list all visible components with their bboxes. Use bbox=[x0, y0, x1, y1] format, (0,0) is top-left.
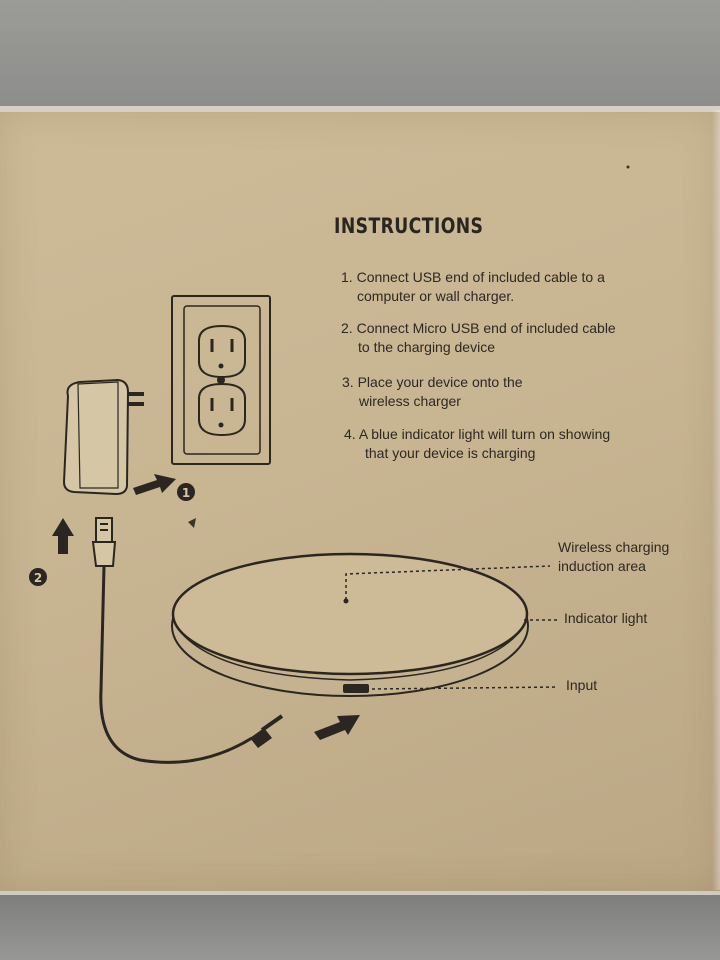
callout-lines bbox=[345, 565, 559, 690]
step-3-line2: wireless charger bbox=[359, 393, 461, 409]
step-4-line2: that your device is charging bbox=[365, 445, 536, 461]
step-2-number: 2. bbox=[341, 320, 353, 336]
step-2-line1: Connect Micro USB end of included cable bbox=[356, 320, 616, 336]
induction-area-label-line2: induction area bbox=[558, 558, 646, 574]
carpet-background-bottom bbox=[0, 895, 720, 960]
step-1-marker-number: 1 bbox=[182, 486, 190, 500]
step-4: 4. A blue indicator light will turn on s… bbox=[344, 425, 610, 463]
induction-area-label: Wireless charging induction area bbox=[558, 538, 669, 576]
step-2-line2: to the charging device bbox=[358, 339, 495, 355]
carpet-background-top bbox=[0, 0, 720, 112]
wall-outlet-icon bbox=[171, 295, 271, 465]
step-2-marker-number: 2 bbox=[34, 571, 42, 585]
arrow-to-outlet-icon bbox=[133, 474, 176, 495]
arrow-up-icon bbox=[52, 518, 74, 554]
input-port-icon bbox=[343, 684, 369, 693]
charging-cable bbox=[99, 565, 253, 764]
instructions-title: INSTRUCTIONS bbox=[334, 214, 484, 238]
step-4-line1: A blue indicator light will turn on show… bbox=[358, 426, 611, 442]
step-3: 3. Place your device onto the wireless c… bbox=[342, 373, 523, 411]
product-box-panel bbox=[0, 106, 720, 901]
step-1-number: 1. bbox=[341, 269, 353, 285]
step-1-line1: Connect USB end of included cable to a bbox=[356, 269, 605, 285]
step-1-line2: computer or wall charger. bbox=[357, 288, 515, 304]
step-3-line1: Place your device onto the bbox=[357, 374, 523, 390]
indicator-light-label: Indicator light bbox=[564, 610, 648, 626]
micro-usb-plug-icon bbox=[250, 728, 272, 748]
step-2: 2. Connect Micro USB end of included cab… bbox=[341, 319, 616, 357]
step-3-number: 3. bbox=[342, 374, 354, 390]
usb-plug-icon bbox=[91, 517, 117, 567]
arrow-to-input-icon bbox=[314, 715, 360, 740]
step-4-number: 4. bbox=[344, 426, 356, 442]
wireless-charging-pad-icon bbox=[171, 552, 529, 697]
step-1: 1. Connect USB end of included cable to … bbox=[341, 268, 605, 306]
plastic-glare bbox=[712, 110, 720, 890]
induction-area-dot-icon bbox=[343, 598, 349, 604]
step-1-marker-icon bbox=[177, 483, 195, 501]
stain-mark bbox=[188, 518, 196, 528]
input-label: Input bbox=[566, 677, 598, 693]
step-2-marker-icon bbox=[29, 568, 47, 586]
induction-area-label-line1: Wireless charging bbox=[558, 539, 670, 555]
wall-adapter-icon bbox=[62, 378, 144, 496]
